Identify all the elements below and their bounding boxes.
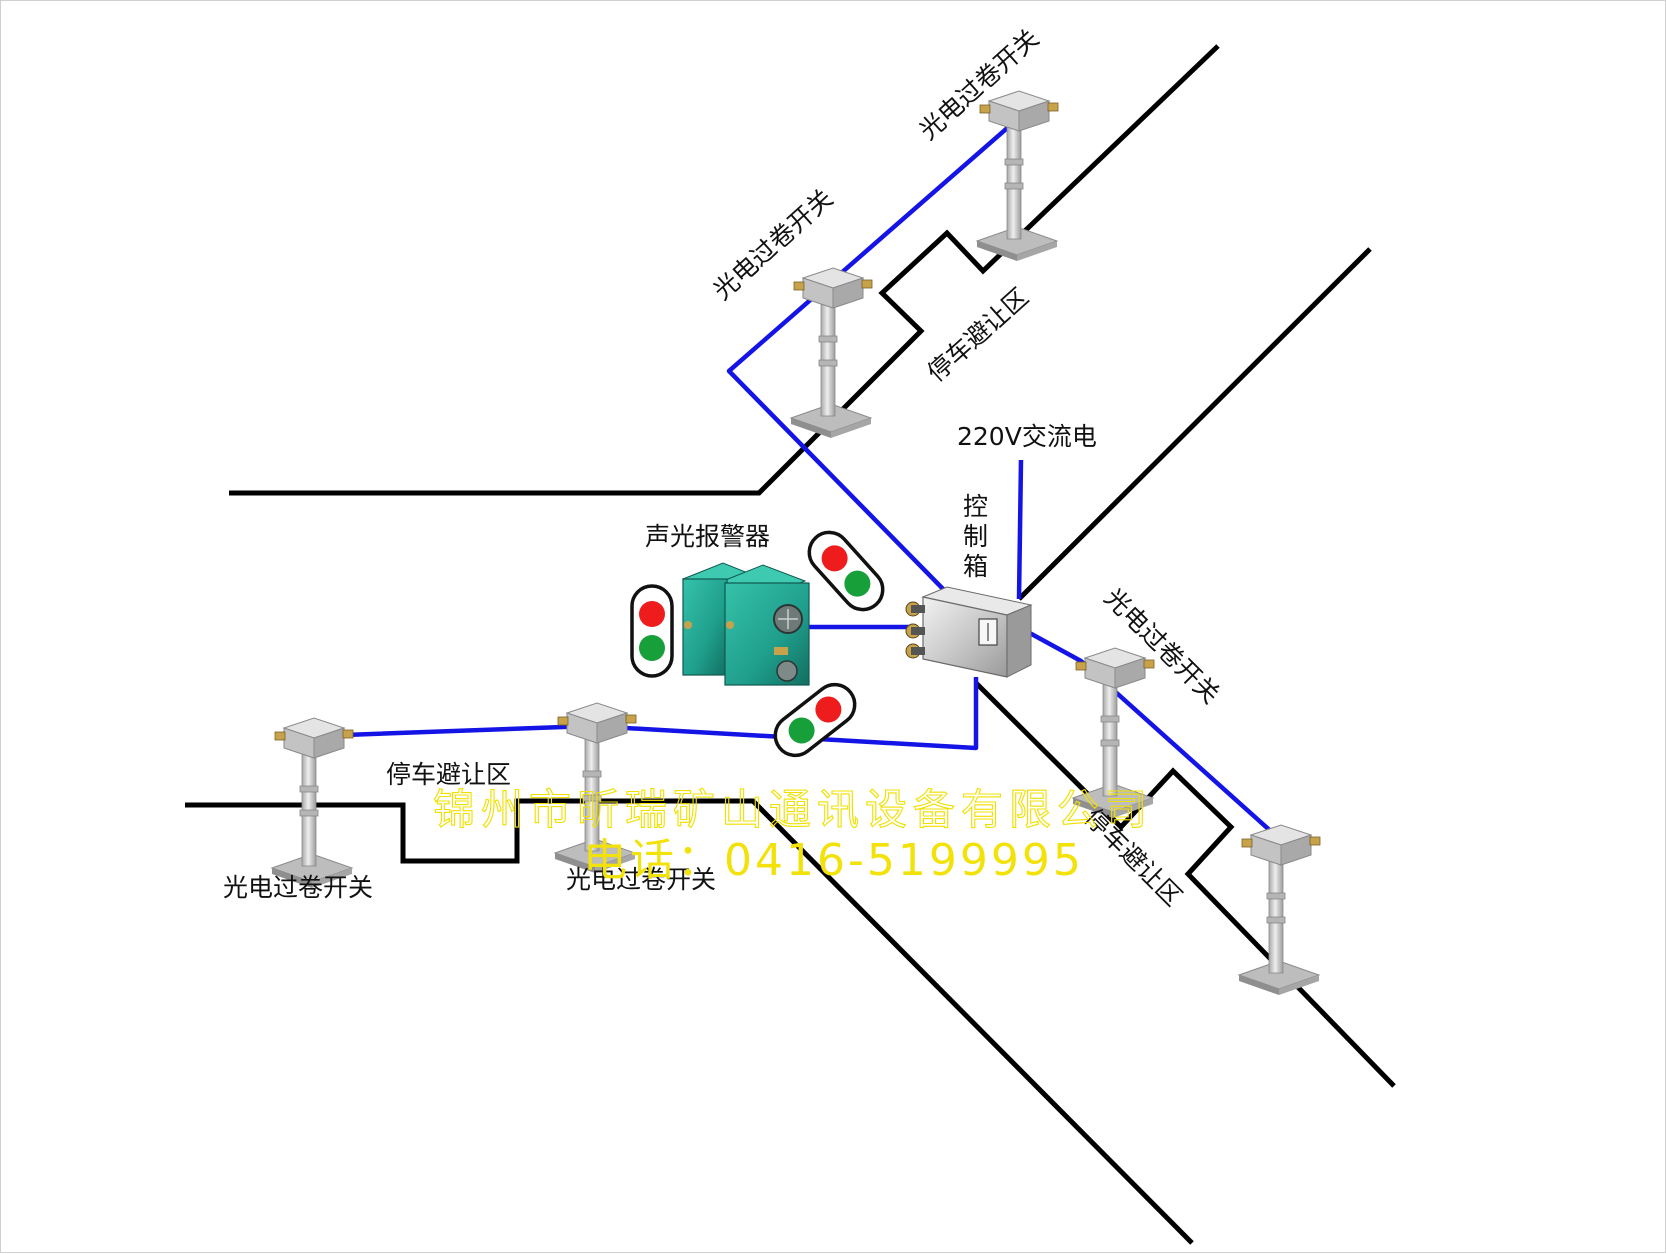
control-box [905, 586, 1033, 678]
tunnel-wall-upper-left [229, 44, 1220, 496]
cable-lower-branch [344, 677, 979, 751]
label-control-box-3: 箱 [963, 552, 988, 581]
label-refuge-lower: 停车避让区 [386, 760, 511, 789]
tunnel-wall-lower-left [185, 798, 1194, 1245]
signal-light-left [630, 584, 674, 678]
label-switch-right: 光电过卷开关 [1099, 583, 1226, 710]
label-control-box-1: 控 [963, 492, 988, 521]
signal-light-lower [765, 674, 865, 766]
label-alarm: 声光报警器 [645, 522, 770, 551]
cable-power-input [1016, 459, 1024, 600]
overwind-switch-lower-right [1238, 824, 1321, 996]
watermark-company: 锦州市昕瑞矿山通讯设备有限公司 [433, 785, 1153, 834]
cable-upper-branch [726, 121, 1015, 595]
overwind-switch-upper [790, 267, 873, 439]
signal-light-upper [799, 522, 893, 620]
sound-light-alarm-unit [681, 562, 810, 686]
tunnel-wall-upper-right [1017, 247, 1372, 601]
label-control-box-2: 制 [963, 522, 988, 551]
cable-right-branch [1024, 629, 1277, 837]
watermark-phone: 电话：0416-5199995 [583, 835, 1084, 886]
label-refuge-upper: 停车避让区 [922, 282, 1034, 387]
label-switch-lower-middle: 光电过卷开关 [566, 865, 716, 894]
label-switch-lower-left: 光电过卷开关 [223, 873, 373, 902]
label-power: 220V交流电 [957, 422, 1097, 451]
overwind-switch-top [976, 90, 1059, 262]
